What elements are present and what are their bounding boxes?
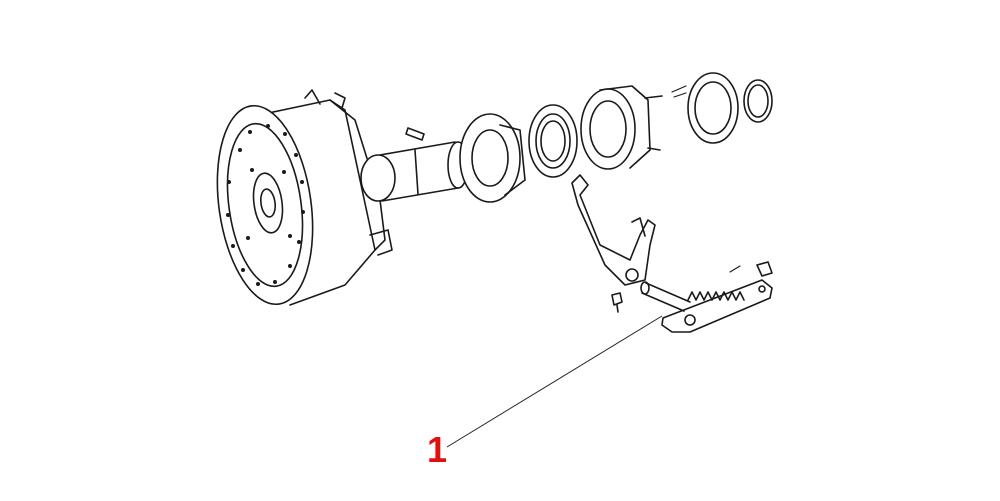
snap-ring <box>743 79 773 123</box>
callout-label-1: 1 <box>427 429 447 470</box>
rivet-dots <box>226 124 305 286</box>
return-spring <box>687 265 745 301</box>
key-pin <box>405 127 425 141</box>
clutch-pressure-plate-assembly <box>216 89 393 306</box>
release-bearing <box>528 104 578 178</box>
release-lever <box>661 279 773 333</box>
release-fork <box>571 174 656 286</box>
bolt <box>611 292 623 313</box>
circlip <box>671 72 739 144</box>
release-shaft <box>640 281 691 312</box>
callout-leader-line <box>446 315 663 448</box>
bearing-seat <box>459 113 526 203</box>
bearing-carrier <box>580 85 663 170</box>
spring-clip <box>756 261 773 277</box>
guide-tube <box>360 141 469 202</box>
